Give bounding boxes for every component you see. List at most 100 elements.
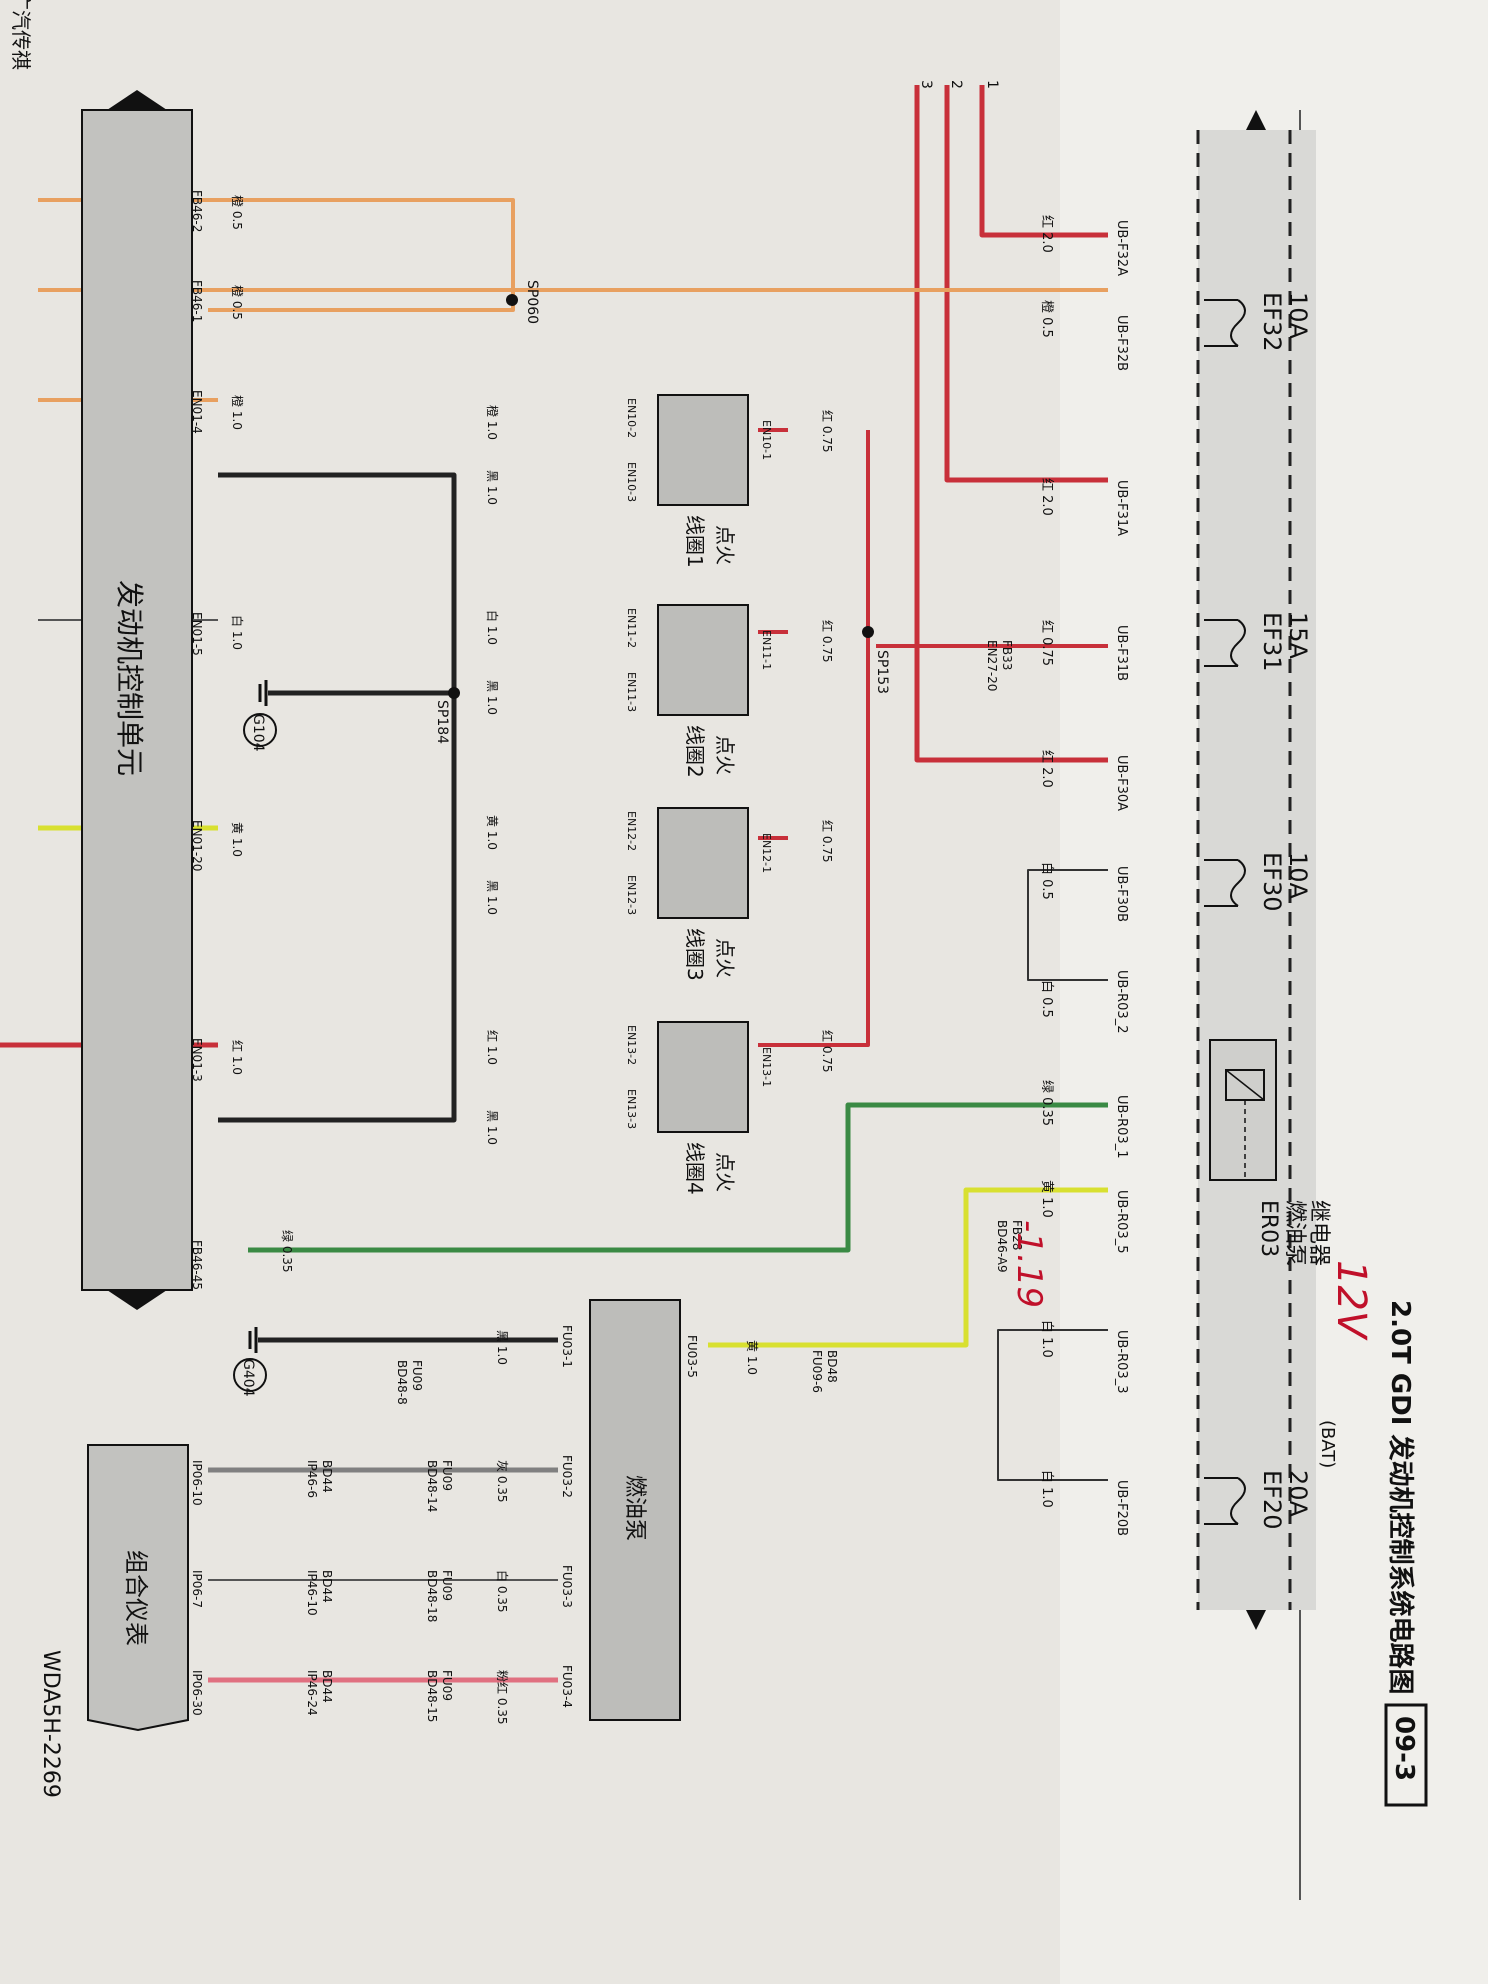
inline-fu09-6: FU09-6 (810, 1350, 824, 1393)
ignition-coil-2: EN11-1 EN11-2 EN11-3 点火 线圈2 (625, 604, 773, 778)
handwritten-12v: 12V (1328, 1260, 1374, 1341)
coil1-pin3: EN10-3 (625, 462, 638, 502)
ground-g104: G104 (243, 680, 277, 752)
ecu-pin-en01-5: EN01-5 (190, 612, 204, 656)
wire-red-20-f31a (944, 85, 1108, 483)
label-black-10-pump: 黑 1.0 (495, 1330, 509, 1365)
label-yellow-10-coil3: 黄 1.0 (485, 815, 499, 850)
pin-ub-f32b: UB-F32B (1114, 315, 1129, 371)
label-orange-05-a: 橙 0.5 (1039, 300, 1054, 338)
instrument-cluster: 组合仪表 (87, 1444, 189, 1732)
fuse-ef32-rating: 10A (1284, 292, 1312, 340)
label-green-035-ecu: 绿 0.35 (280, 1230, 295, 1273)
fuse-ef32: EF32 10A (1204, 292, 1312, 352)
ignition-coil-3: EN12-1 EN12-2 EN12-3 点火 线圈3 (625, 807, 773, 981)
coil4-pin3: EN13-3 (625, 1089, 638, 1129)
coil2-label1: 点火 (713, 735, 737, 775)
coil4-pin2: EN13-2 (625, 1025, 638, 1065)
relay-desc2: 继电器 (1306, 1200, 1331, 1266)
splice-sp060-label: SP060 (524, 280, 540, 324)
inline-bd44-b: BD44 (320, 1570, 334, 1603)
ecu-pin-fb46-2: FB46-2 (190, 190, 204, 232)
coil4-label1: 点火 (713, 1152, 737, 1192)
coil3-pin1: EN12-1 (760, 833, 773, 873)
ignition-coil-4: EN13-1 EN13-2 EN13-3 点火 线圈4 (625, 1021, 773, 1195)
label-yellow-10-a: 黄 1.0 (1039, 1180, 1054, 1218)
fuse-box (1198, 130, 1316, 1610)
splice-sp153-label: SP153 (874, 650, 890, 694)
ignition-coil-1: EN10-1 EN10-2 EN10-3 点火 线圈1 (625, 394, 773, 568)
inline-fu09-b: FU09 (440, 1460, 454, 1491)
coil1-label1: 点火 (713, 525, 737, 565)
label-orange-10-coil: 橙 1.0 (485, 405, 500, 440)
pin-ub-r03-5: UB-R03_5 (1114, 1190, 1129, 1253)
label-white-10-b: 白 1.0 (1039, 1470, 1055, 1508)
wire-red-075-taps (758, 428, 788, 840)
page-number-box (1384, 1703, 1428, 1807)
fuse-ef30: EF30 10A (1204, 852, 1312, 912)
inline-fu09-d: FU09 (440, 1670, 454, 1701)
coil2-pin3: EN11-3 (625, 672, 638, 712)
wire-black-10-coils (218, 472, 457, 1123)
label-yellow-10-ecu: 黄 1.0 (230, 822, 244, 857)
inline-fb28: FB28 (1010, 1220, 1024, 1250)
pin-ub-r03-1: UB-R03_1 (1114, 1095, 1129, 1158)
fuel-pump-pin-1: FU03-1 (560, 1325, 574, 1368)
fuse-ef31-rating: 15A (1284, 612, 1312, 660)
fuse-ef20-rating: 20A (1284, 1470, 1312, 1518)
input-number-1: 1 (984, 80, 1000, 89)
fuel-pump-pin-3: FU03-3 (560, 1565, 574, 1608)
fuse-ef32-name: EF32 (1258, 292, 1286, 352)
label-green-035-a: 绿 0.35 (1039, 1080, 1054, 1126)
label-orange-05-ecu-b: 橙 0.5 (230, 285, 245, 320)
fuse-ef20: EF20 20A (1204, 1470, 1312, 1530)
diagram-title: 2.0T GDI 发动机控制系统电路图 (1385, 1300, 1416, 1695)
pin-ub-f30b: UB-F30B (1114, 866, 1129, 922)
coil2-pin2: EN11-2 (625, 608, 638, 648)
fuse-ef31-name: EF31 (1258, 612, 1286, 672)
ecu-pin-en01-3: EN01-3 (190, 1038, 204, 1082)
inline-bd48-15: BD48-15 (425, 1670, 439, 1722)
handwritten-minus-119: -1.19 (1009, 1220, 1049, 1308)
inline-fb33: FB33 (1000, 640, 1014, 670)
input-number-3: 3 (918, 80, 934, 89)
diagram-rotated: EF32 10A EF31 15A EF30 10A EF20 20A ER03… (0, 0, 1428, 1807)
ecu-label: 发动机控制单元 (113, 580, 146, 776)
label-orange-05-ecu-a: 橙 0.5 (230, 195, 245, 230)
inline-ip46-6: IP46-6 (305, 1460, 319, 1498)
label-red-20-c: 红 2.0 (1039, 750, 1055, 788)
coil2-label2: 线圈2 (683, 725, 707, 778)
inline-en27-20: EN27-20 (985, 640, 999, 691)
cluster-label: 组合仪表 (122, 1550, 150, 1646)
wire-yellow-10-relay (862, 1187, 1108, 1348)
pin-ub-f31b: UB-F31B (1114, 625, 1129, 681)
ecu-pin-en01-4: EN01-4 (190, 390, 204, 434)
pin-ub-r03-3: UB-R03_3 (1114, 1330, 1129, 1393)
coil1-pin1: EN10-1 (760, 420, 773, 460)
inline-bd48-18: BD48-18 (425, 1570, 439, 1622)
coil3-pin3: EN12-3 (625, 875, 638, 915)
fuse-ef30-rating: 10A (1284, 852, 1312, 900)
wire-red-20-f30a (914, 85, 1108, 763)
relay-name: ER03 (1256, 1200, 1281, 1257)
coil4-pin1: EN13-1 (760, 1047, 773, 1087)
label-white-10-coil2: 白 1.0 (485, 610, 500, 645)
page-number: 09-3 (1389, 1716, 1419, 1781)
fuse-ef20-name: EF20 (1258, 1470, 1286, 1530)
fuse-box-arrow-left (1246, 110, 1266, 130)
label-red-20-b: 红 2.0 (1039, 478, 1055, 516)
fuel-pump-pin-5: FU03-5 (685, 1335, 699, 1378)
relay-er03: ER03 燃油泵 继电器 (1209, 1039, 1331, 1266)
coil1-pin2: EN10-2 (625, 398, 638, 438)
ground-g104-label: G104 (250, 714, 266, 752)
pin-ub-f32a: UB-F32A (1114, 220, 1129, 276)
fuel-pump-pin-4: FU03-4 (560, 1665, 574, 1708)
coil3-pin2: EN12-2 (625, 811, 638, 851)
inline-bd44-a: BD44 (320, 1460, 334, 1493)
pin-ub-f30a: UB-F30A (1114, 755, 1129, 811)
label-red-075-coil4: 红 0.75 (820, 1030, 835, 1073)
label-white-10-ecu: 白 1.0 (230, 615, 245, 650)
wire-orange-05-fb46-2 (38, 198, 515, 312)
inline-bd46-a9: BD46-A9 (995, 1220, 1009, 1273)
inline-fu09-c: FU09 (440, 1570, 454, 1601)
